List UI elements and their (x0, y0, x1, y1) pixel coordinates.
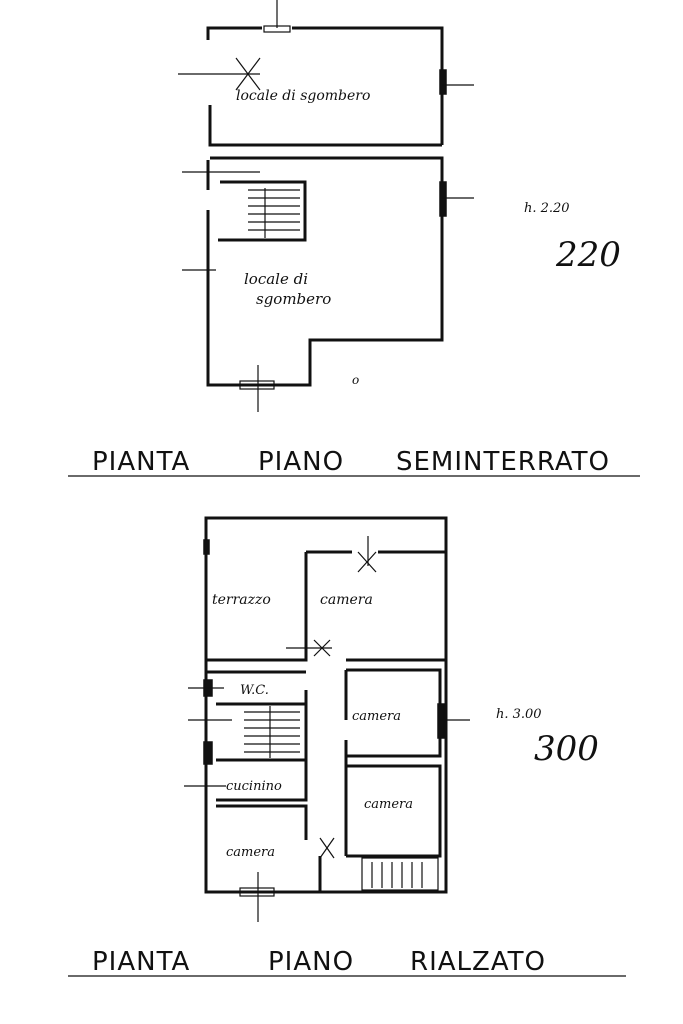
room-label-terrace: terrazzo (212, 592, 271, 608)
basement-height-value: 220 (555, 235, 621, 275)
room-label-storage-upper: locale di sgombero (236, 88, 370, 104)
raised-title-word-3: RIALZATO (410, 947, 546, 977)
room-label-kitchenette: cucinino (226, 779, 282, 794)
room-label-bedroom-mid: camera (352, 709, 401, 724)
room-label-storage-lower-1: locale di (244, 270, 308, 288)
room-label-bedroom-bottom: camera (226, 845, 275, 860)
raised-title: PIANTA PIANO RIALZATO (68, 947, 626, 977)
room-label-bedroom-right: camera (364, 797, 413, 812)
room-label-bedroom-top: camera (320, 592, 373, 608)
raised-title-word-2: PIANO (268, 947, 354, 977)
basement-stairs (248, 188, 300, 238)
basement-title: PIANTA PIANO SEMINTERRATO (68, 447, 640, 477)
raised-title-word-1: PIANTA (92, 947, 190, 977)
basement-title-word-1: PIANTA (92, 447, 190, 477)
basement-height-note: h. 2.20 (524, 201, 570, 216)
room-label-wc: W.C. (240, 683, 269, 698)
raised-stairs (244, 706, 423, 888)
basement-walls (178, 0, 474, 412)
raised-walls (184, 516, 470, 922)
basement-title-word-3: SEMINTERRATO (396, 447, 610, 477)
raised-floor-plan: terrazzo camera W.C. camera cucinino cam… (68, 516, 626, 977)
raised-height-value: 300 (534, 729, 599, 769)
raised-height-note: h. 3.00 (496, 707, 542, 722)
room-label-storage-lower-2: sgombero (256, 290, 331, 308)
basement-plan: locale di sgombero locale di sgombero o … (68, 0, 640, 477)
basement-mark: o (352, 373, 359, 387)
basement-title-word-2: PIANO (258, 447, 344, 477)
